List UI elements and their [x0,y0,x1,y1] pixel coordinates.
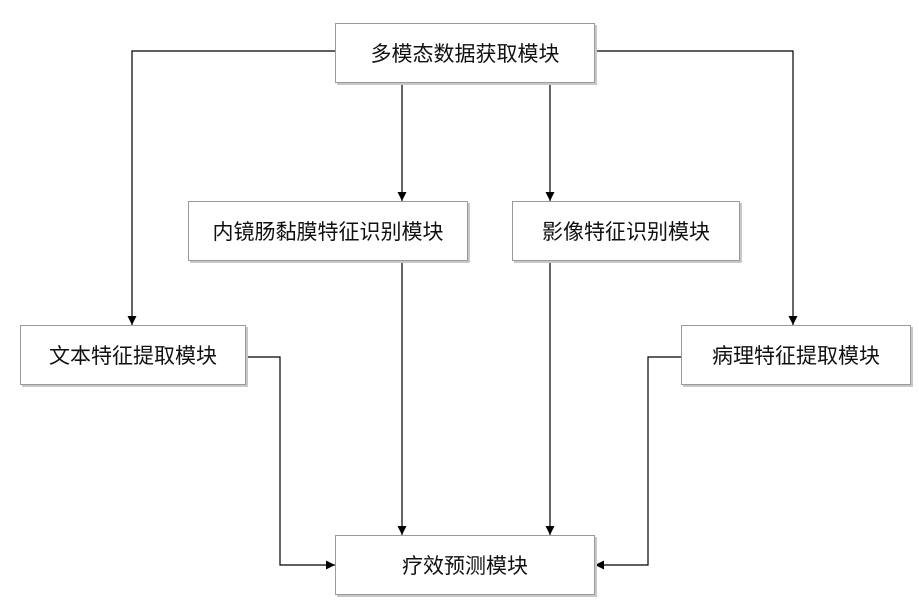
node-imaging-feature-recognition: 影像特征识别模块 [512,201,740,261]
node-efficacy-prediction: 疗效预测模块 [335,535,595,595]
node-label: 病理特征提取模块 [712,340,880,370]
edge-text-to-pred [246,357,335,565]
node-endoscopic-mucosa-recognition: 内镜肠黏膜特征识别模块 [188,201,468,261]
node-label: 疗效预测模块 [402,550,528,580]
node-label: 文本特征提取模块 [49,340,217,370]
node-label: 内镜肠黏膜特征识别模块 [213,216,444,246]
node-label: 影像特征识别模块 [542,216,710,246]
edge-acq-to-text [132,51,335,325]
node-label: 多模态数据获取模块 [371,38,560,68]
edge-path-to-pred [595,357,681,565]
node-text-feature-extraction: 文本特征提取模块 [20,325,246,385]
node-pathology-feature-extraction: 病理特征提取模块 [681,325,911,385]
node-multimodal-data-acquisition: 多模态数据获取模块 [335,23,595,83]
edge-acq-to-path [595,51,793,325]
